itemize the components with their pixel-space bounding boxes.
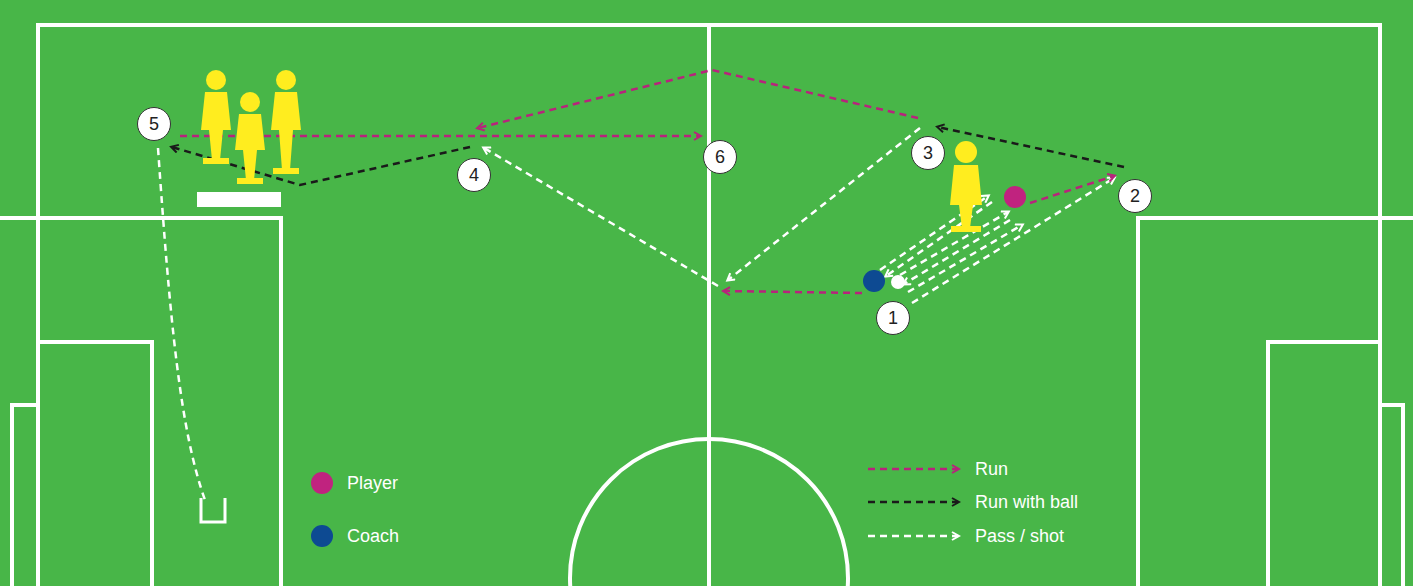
callout-number: 1 [888, 309, 898, 327]
callout-number: 4 [469, 166, 479, 184]
goal [12, 405, 38, 586]
pass-arrow [912, 178, 1114, 303]
legend-swatch [311, 472, 333, 494]
legend-sample [868, 535, 958, 538]
pass-arrow [908, 225, 1022, 292]
penalty-area [1138, 218, 1413, 586]
pass-arrow [728, 128, 920, 280]
callout-number: 3 [923, 144, 933, 162]
legend-item: Player [311, 472, 398, 494]
shot-arrow [158, 148, 205, 500]
penalty-area [0, 218, 281, 586]
callout-circle: 1 [876, 301, 910, 335]
goal-area [1268, 342, 1380, 586]
legend-text: Pass / shot [975, 526, 1064, 547]
callout-circle: 5 [137, 107, 171, 141]
mannequin [950, 141, 982, 232]
legend-item: Coach [311, 525, 399, 547]
callout-number: 6 [715, 148, 725, 166]
legend-text: Coach [347, 526, 399, 547]
run-arrow [478, 70, 918, 128]
callout-number: 2 [1130, 187, 1140, 205]
player-dot [1004, 186, 1026, 208]
goal [1380, 405, 1403, 586]
callout-circle: 3 [911, 136, 945, 170]
target-marker [201, 498, 225, 522]
legend-item: Pass / shot [975, 526, 1064, 547]
centre-circle [570, 439, 848, 586]
legend-sample [868, 468, 958, 471]
legend-sample [868, 501, 958, 504]
dribble-arrow [938, 127, 1124, 167]
legend-samples [868, 469, 958, 536]
callout-circle: 2 [1118, 179, 1152, 213]
ball [891, 275, 905, 289]
mannequin [201, 70, 231, 164]
legend-text: Run [975, 459, 1008, 480]
mannequin [271, 70, 301, 174]
run-arrow [724, 291, 862, 293]
legend-text: Player [347, 473, 398, 494]
legend-swatch [311, 525, 333, 547]
callout-number: 5 [149, 115, 159, 133]
callout-circle: 6 [703, 140, 737, 174]
mannequin [235, 92, 265, 184]
coach-dot [863, 270, 885, 292]
halfway-line [707, 25, 711, 586]
legend-text: Run with ball [975, 492, 1078, 513]
rebound-board [197, 192, 281, 207]
callout-circle: 4 [457, 158, 491, 192]
pass-arrow [886, 202, 992, 276]
legend-item: Run [975, 459, 1008, 480]
legend-item: Run with ball [975, 492, 1078, 513]
touch-line [38, 25, 1380, 586]
run-arrow [1030, 176, 1114, 203]
mannequins [201, 70, 982, 232]
movement-arrows [158, 70, 1124, 500]
goal-area [38, 342, 152, 586]
pass-arrow [484, 148, 718, 286]
pitch-lines [0, 25, 1413, 586]
